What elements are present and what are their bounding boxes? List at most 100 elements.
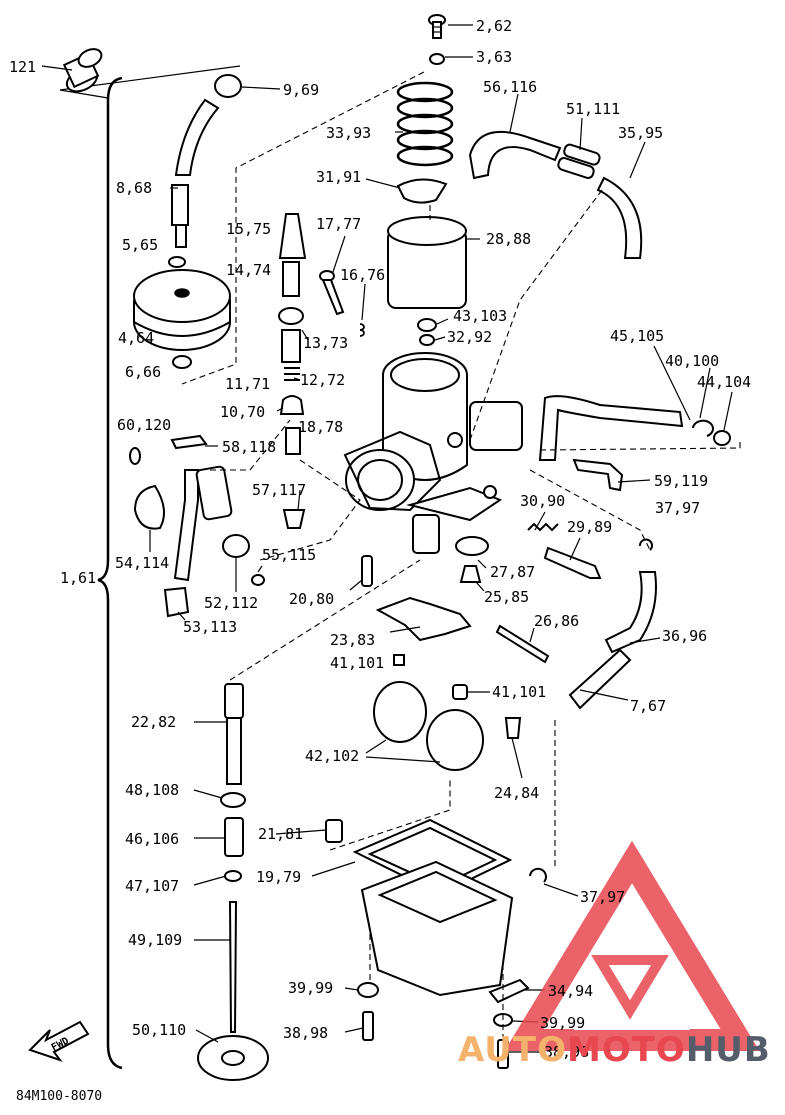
part-cap-44 — [713, 430, 731, 446]
part-float-42b — [426, 709, 484, 771]
part-oring-47 — [224, 870, 242, 882]
callout-label: 22,82 — [131, 713, 176, 731]
part-clip-54 — [133, 484, 165, 530]
callout-label: 27,87 — [490, 563, 535, 581]
callout-labels: 2,62 3,63 121 9,69 56,116 51,111 35,95 3… — [9, 17, 751, 1104]
part-48 — [220, 792, 246, 808]
watermark-part-auto: AUTO — [458, 1030, 567, 1070]
callout-label: 3,63 — [476, 48, 512, 66]
callout-label: 25,85 — [484, 588, 529, 606]
part-spring-33 — [396, 81, 454, 167]
callout-label: 35,95 — [618, 124, 663, 142]
part-55 — [251, 574, 265, 586]
part-clip-37a — [639, 538, 653, 551]
callout-label: 29,89 — [567, 518, 612, 536]
callout-label: 34,94 — [548, 982, 593, 1000]
part-39a — [357, 982, 379, 998]
part-32 — [419, 334, 435, 346]
part-hose-side — [173, 469, 199, 582]
part-53 — [163, 586, 190, 618]
part-tube-22 — [224, 683, 244, 785]
part-plate-31 — [396, 178, 448, 204]
callout-label: 57,117 — [252, 481, 306, 499]
callout-label: 26,86 — [534, 612, 579, 630]
part-washer-6 — [172, 355, 192, 369]
callout-label: 4,64 — [118, 329, 154, 347]
callout-label: 52,112 — [204, 594, 258, 612]
callout-label: 45,105 — [610, 327, 664, 345]
watermark-text: AUTOMOTOHUB — [458, 1030, 771, 1070]
part-washer-27 — [455, 536, 489, 556]
callout-label: 41,101 — [330, 654, 384, 672]
callout-label: 60,120 — [117, 416, 171, 434]
watermark-part-hub: HUB — [685, 1030, 771, 1070]
part-screw-29 — [527, 522, 602, 579]
callout-label: 7,67 — [630, 697, 666, 715]
callout-label: 58,118 — [222, 438, 276, 456]
callout-label: 24,84 — [494, 784, 539, 802]
part-pin-26 — [495, 624, 550, 664]
part-screw-18 — [285, 427, 301, 455]
part-21 — [325, 819, 343, 843]
part-spring-7 — [568, 648, 632, 710]
part-34 — [488, 978, 530, 1004]
part-57 — [282, 509, 306, 529]
callout-label: 37,97 — [580, 888, 625, 906]
callout-label: 8,68 — [116, 179, 152, 197]
part-screw-38a — [362, 1011, 374, 1041]
part-valve-28 — [387, 216, 467, 309]
callout-label: 14,74 — [226, 261, 271, 279]
callout-label: 19,79 — [256, 868, 301, 886]
part-60 — [129, 447, 141, 465]
callout-label: 41,101 — [492, 683, 546, 701]
callout-label: 13,73 — [303, 334, 348, 352]
part-43 — [417, 318, 437, 332]
callout-label: 30,90 — [520, 492, 565, 510]
callout-label: 49,109 — [128, 931, 182, 949]
callout-label: 53,113 — [183, 618, 237, 636]
part-needle-49 — [228, 901, 238, 1033]
part-washer-50 — [197, 1035, 269, 1081]
part-24 — [504, 717, 522, 739]
part-pin-20 — [361, 555, 373, 587]
part-float-bowl — [352, 818, 514, 997]
part-41a — [393, 654, 405, 666]
assembly-bracket-label: 1,61 — [60, 569, 96, 587]
callout-label: 47,107 — [125, 877, 179, 895]
callout-label: 39,99 — [540, 1014, 585, 1032]
callout-label: 36,96 — [662, 627, 707, 645]
callout-label: 55,115 — [262, 546, 316, 564]
fwd-arrow-icon — [28, 1020, 90, 1062]
callout-label: 40,100 — [665, 352, 719, 370]
callout-label: 38,98 — [544, 1043, 589, 1061]
watermark-logo-icon — [504, 840, 760, 1051]
callout-label: 54,114 — [115, 554, 169, 572]
part-hose-36 — [604, 571, 657, 654]
callout-label: 33,93 — [326, 124, 371, 142]
part-bracket-59 — [572, 458, 624, 492]
callout-label: 9,69 — [283, 81, 319, 99]
parts — [28, 14, 731, 1081]
callout-label: 5,65 — [122, 236, 158, 254]
part-float-42a — [373, 681, 427, 743]
callout-label: 50,110 — [132, 1021, 186, 1039]
part-screw-2 — [428, 14, 446, 39]
part-hose-35 — [596, 176, 643, 259]
part-fitting-58 — [170, 434, 208, 450]
part-121-cap — [62, 48, 103, 93]
callout-label: 59,119 — [654, 472, 708, 490]
part-jet-46 — [224, 817, 244, 857]
callout-label: 56,116 — [483, 78, 537, 96]
callout-label: 23,83 — [330, 631, 375, 649]
callout-label: 21,81 — [258, 825, 303, 843]
part-hose-56 — [468, 130, 562, 180]
callout-label: 17,77 — [316, 215, 361, 233]
part-needle-17 — [319, 270, 365, 337]
callout-label: 48,108 — [125, 781, 179, 799]
callout-label: 43,103 — [453, 307, 507, 325]
callout-label: 12,72 — [300, 371, 345, 389]
watermark-part-moto: MOTO — [566, 1030, 686, 1070]
callout-label: 121 — [9, 58, 36, 76]
document-code: 84M100-8070 — [16, 1089, 102, 1104]
